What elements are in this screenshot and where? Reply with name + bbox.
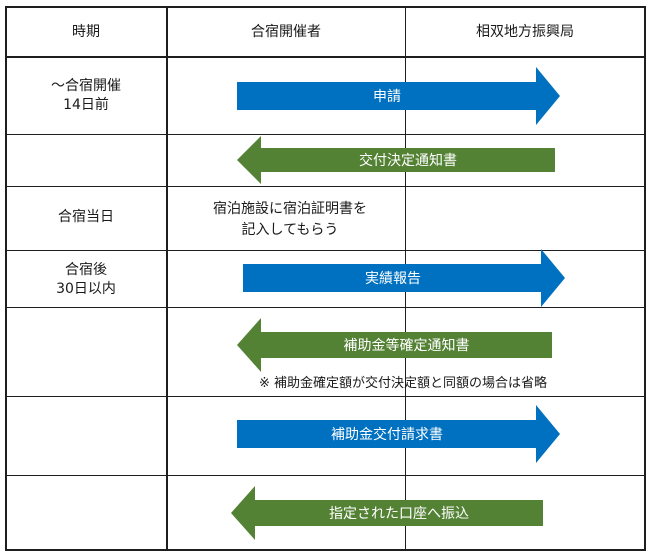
arrow-shape bbox=[243, 249, 565, 307]
arrow-body bbox=[237, 136, 555, 184]
arrow-application: 申請 bbox=[237, 67, 560, 125]
row-divider-1 bbox=[5, 134, 646, 135]
arrow-label: 実績報告 bbox=[365, 271, 421, 287]
arrow-subsidy-confirmation-notice: 補助金等確定通知書 bbox=[237, 318, 552, 372]
remark-note: ※ 補助金確定額が交付決定額と同額の場合は省略 bbox=[259, 374, 547, 394]
arrow-shape bbox=[237, 136, 555, 184]
arrow-label: 指定された口座へ振込 bbox=[329, 506, 469, 522]
arrow-shape bbox=[237, 67, 560, 125]
arrow-shape bbox=[237, 318, 552, 372]
border-top bbox=[5, 6, 646, 8]
column-divider-period bbox=[166, 6, 168, 551]
arrow-body bbox=[237, 318, 552, 372]
row-divider-header bbox=[5, 56, 646, 58]
arrow-label: 交付決定通知書 bbox=[359, 153, 457, 169]
arrow-body bbox=[237, 67, 560, 125]
border-bottom bbox=[5, 549, 646, 551]
arrow-grant-decision-notice: 交付決定通知書 bbox=[237, 136, 555, 184]
arrow-shape bbox=[231, 486, 543, 540]
stage-camp-day: 合宿当日 bbox=[6, 208, 166, 227]
arrow-label: 補助金交付請求書 bbox=[331, 427, 443, 443]
arrow-shape bbox=[237, 405, 560, 463]
row-divider-2 bbox=[5, 186, 646, 187]
header-period: 時期 bbox=[72, 24, 100, 40]
border-right bbox=[644, 6, 646, 551]
note-accommodation-certificate: 宿泊施設に宿泊証明書を記入してもらう bbox=[190, 199, 390, 241]
stage-text: 合宿当日 bbox=[58, 209, 114, 225]
arrow-label: 申請 bbox=[373, 89, 401, 105]
row-divider-4 bbox=[5, 307, 646, 308]
arrow-body bbox=[237, 405, 560, 463]
remark-text: ※ 補助金確定額が交付決定額と同額の場合は省略 bbox=[259, 376, 548, 391]
arrow-label: 補助金等確定通知書 bbox=[343, 338, 470, 354]
arrow-subsidy-payment-request: 補助金交付請求書 bbox=[237, 405, 560, 463]
header-organizer: 合宿開催者 bbox=[251, 24, 321, 40]
arrow-performance-report: 実績報告 bbox=[243, 249, 565, 307]
arrow-body bbox=[231, 486, 543, 540]
border-left bbox=[5, 6, 7, 551]
arrow-body bbox=[243, 249, 565, 307]
row-divider-3 bbox=[5, 250, 646, 251]
row-divider-6 bbox=[5, 475, 646, 476]
header-bureau: 相双地方振興局 bbox=[476, 24, 574, 40]
row-divider-5 bbox=[5, 396, 646, 397]
note-text: 宿泊施設に宿泊証明書を記入してもらう bbox=[213, 201, 367, 238]
arrow-bank-transfer: 指定された口座へ振込 bbox=[231, 486, 543, 540]
